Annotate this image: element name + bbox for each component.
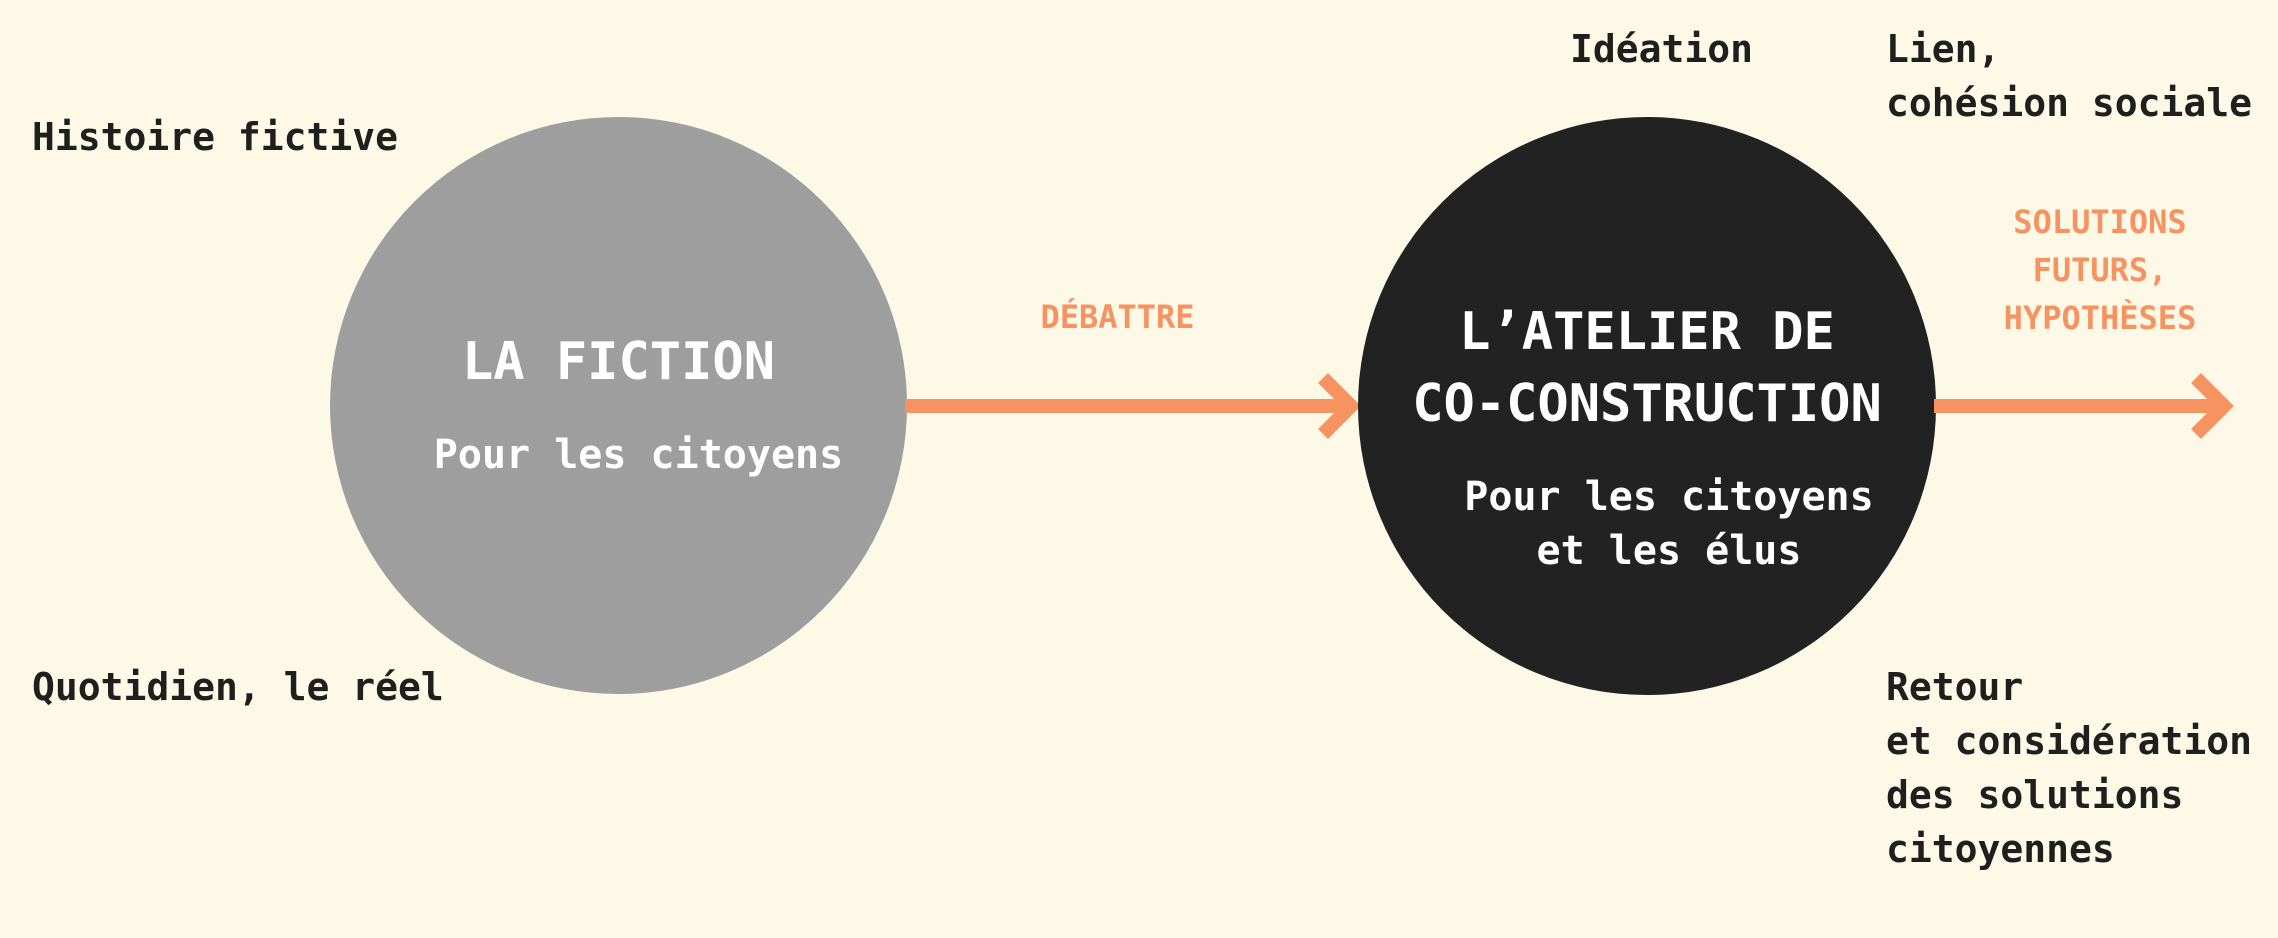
debattre-arrow <box>905 373 1361 439</box>
debattre-label: DÉBATTRE <box>1040 298 1195 336</box>
fiction-title: LA FICTION <box>461 332 776 392</box>
fiction-circle <box>330 117 907 694</box>
retour-label: Retour et considération des solutions ci… <box>1886 665 2253 871</box>
solutions-arrow <box>1934 373 2234 439</box>
solutions-label: SOLUTIONS FUTURS, HYPOTHÈSES <box>2003 203 2197 337</box>
ideation-label: Idéation <box>1570 27 1754 71</box>
lien-label: Lien, cohésion sociale <box>1886 27 2253 125</box>
fiction-subtitle: Pour les citoyens <box>433 432 844 478</box>
atelier-circle <box>1358 117 1936 695</box>
atelier-title: L’ATELIER DE CO-CONSTRUCTION <box>1412 302 1882 434</box>
quotidien-label: Quotidien, le réel <box>32 665 444 709</box>
atelier-subtitle: Pour les citoyens et les élus <box>1464 474 1874 574</box>
histoire-fictive-label: Histoire fictive <box>32 115 399 159</box>
